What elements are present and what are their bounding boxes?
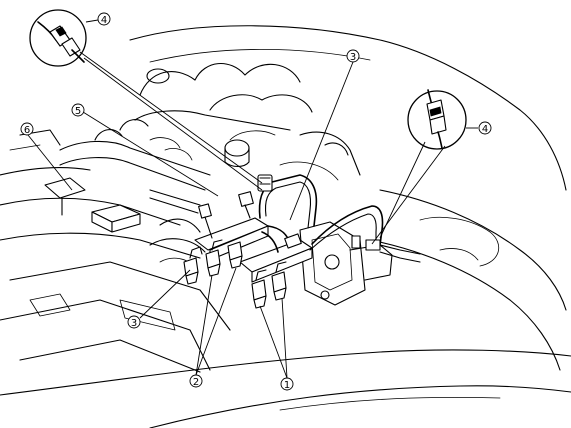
svg-text:5: 5 (75, 106, 81, 117)
callout-6: 6 (20, 122, 34, 136)
callout-leaders (27, 19, 478, 379)
svg-text:4: 4 (101, 15, 107, 26)
callout-3-top: 3 (346, 49, 360, 63)
injectors-group-2 (183, 239, 243, 285)
zoom-detail-upper-left (29, 9, 263, 191)
engine-bay-outline (0, 25, 571, 428)
fuel-rail-assembly (149, 174, 421, 309)
callout-1: 1 (280, 377, 294, 391)
callout-3-bottom: 3 (127, 315, 141, 329)
svg-text:1: 1 (284, 380, 290, 391)
callout-2: 2 (189, 374, 203, 388)
svg-text:3: 3 (131, 318, 137, 329)
callout-5: 5 (71, 103, 85, 117)
svg-text:6: 6 (24, 125, 30, 136)
injectors-group-1 (251, 261, 287, 309)
fuel-pump-relay-box (91, 204, 141, 233)
zoom-detail-upper-right (371, 89, 467, 245)
svg-text:3: 3 (350, 52, 356, 63)
svg-text:2: 2 (193, 377, 199, 388)
callout-4-right: 4 (478, 121, 492, 135)
svg-text:4: 4 (482, 124, 488, 135)
callout-4-top-left: 4 (97, 12, 111, 26)
